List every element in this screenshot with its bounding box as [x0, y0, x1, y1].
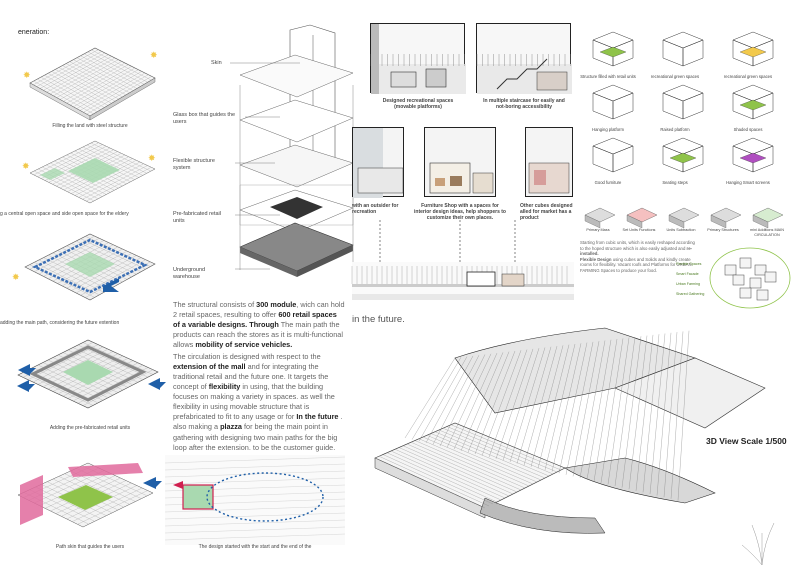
- p2-text-i: for being the main point in gathering wi…: [173, 422, 338, 452]
- label-warehouse: Underground warehouse: [173, 267, 206, 280]
- caption-recreational-spaces: Designed recreational spaces (movable pl…: [382, 98, 454, 110]
- unit-label-5: mini Additions MAIN CIRCULATION: [750, 228, 784, 237]
- caption-outsider: with an outsider for recreation: [352, 203, 399, 215]
- module-label-5: Raised platform: [660, 127, 690, 132]
- scale-label: 3D View Scale 1/500: [706, 436, 787, 446]
- callout-4: Shared Gathering: [676, 292, 705, 296]
- p2-text-c: and for integrating the traditional reta…: [173, 362, 329, 392]
- site-plan-diagram: [164, 455, 346, 545]
- label-skin: Skin: [211, 60, 222, 66]
- module-label-2: recreational green spaces: [650, 74, 700, 79]
- label-leader-lines: [230, 62, 300, 270]
- plant-sketch: [741, 522, 775, 566]
- p2-text-e: in using, that the building focuses on m…: [173, 382, 335, 422]
- caption-other-cubes: Other cubes designed alled for market ha…: [520, 203, 573, 221]
- unit-label-2: Set Units Functions: [622, 228, 656, 232]
- cubes-cluster: [709, 247, 791, 309]
- module-label-6: Shaded spaces: [733, 127, 763, 132]
- p2-bold-plazza: plazza: [220, 422, 242, 432]
- exploded-axonometric: [239, 24, 354, 277]
- p1-bold-modules: 300 module: [256, 300, 297, 309]
- svg-text:✸: ✸: [22, 161, 30, 171]
- module-label-4: Hanging platform: [592, 127, 624, 132]
- path-skin-diagram: [17, 462, 162, 528]
- caption-site-design: The design started with the start and th…: [198, 544, 312, 550]
- unit-label-4: Primary Structures: [707, 228, 739, 232]
- unit-label-1: Primary Mass: [586, 228, 610, 232]
- module-label-7: Good furniture: [594, 180, 622, 185]
- desc-text-a: Starting from cubic units, which is easi…: [580, 240, 695, 251]
- unit-label-3: Units Subtraction: [666, 228, 696, 232]
- caption-multiple-staircase: In multiple staircase for easily and not…: [483, 98, 565, 110]
- modules-description: Starting from cubic units, which is easi…: [580, 240, 695, 273]
- central-open-space-diagram: ✸ ✸: [22, 140, 156, 204]
- desc-bold-reinstalled: re-installed.: [580, 245, 693, 257]
- callout-2: Smart Facade: [676, 272, 699, 276]
- p2-bold-extension: extension of the mall: [173, 362, 246, 372]
- steel-structure-diagram: ✸ ✸: [23, 47, 158, 121]
- long-section-strip: [351, 262, 574, 300]
- label-glass-box: Glass box that guides the users: [173, 112, 236, 125]
- retail-units-diagram: [17, 339, 166, 409]
- desc-text-d: using cubes and Solids and kindly create…: [580, 256, 692, 273]
- svg-text:✸: ✸: [148, 153, 156, 163]
- p1-bold-mobility: mobility of service vehicles.: [195, 340, 293, 350]
- svg-text:✸: ✸: [12, 272, 20, 282]
- interior-panel-cubes: [525, 127, 573, 197]
- interior-leader-lines: [379, 220, 516, 270]
- caption-central-open-space: g a central open space and side open spa…: [0, 211, 129, 217]
- p2-text-a: The circulation is designed with respect…: [173, 352, 321, 361]
- future-text: in the future.: [352, 314, 405, 325]
- module-label-9: Hanging Smart screens: [726, 180, 770, 185]
- p1-bold-retail: 600 retail spaces of a variable designs.…: [173, 310, 337, 330]
- caption-steel-structure: Filling the land with steel structure: [52, 123, 128, 129]
- p1-text-e: The main path the products can reach the…: [173, 320, 343, 350]
- svg-text:✸: ✸: [150, 50, 158, 60]
- modules-grid: [592, 31, 774, 173]
- section-heading: eneration:: [18, 29, 50, 36]
- module-label-8: Seating steps: [662, 180, 688, 185]
- p2-bold-flexibility: flexibility: [208, 382, 241, 392]
- caption-main-path: adding the main path, considering the fu…: [0, 320, 120, 326]
- interior-panel-recreational: [370, 23, 466, 94]
- interior-panel-outsider: [352, 127, 404, 198]
- callout-1: Flexible Spaces: [676, 262, 702, 266]
- circulation-paragraph: The circulation is designed with respect…: [173, 352, 345, 453]
- caption-furniture-shop: Furniture Shop with a spaces for interio…: [414, 203, 506, 221]
- label-flexible-structure: Flexible structure system: [173, 158, 215, 171]
- module-label-3: recreational green spaces: [723, 74, 773, 79]
- main-3d-view: [374, 327, 766, 534]
- caption-retail-units: Adding the pre-fabricated retail units: [49, 425, 131, 431]
- caption-path-skin: Path skin that guides the users: [55, 544, 125, 550]
- unit-evolution-row: [584, 207, 784, 229]
- structure-paragraph: The structural consists of 300 module, w…: [173, 300, 345, 350]
- label-prefab-units: Pre-fabricated retail units: [173, 211, 221, 224]
- desc-bold-flexible: Flexible Design: [580, 256, 612, 262]
- p2-text-g: . also making a: [173, 412, 343, 432]
- p1-text-c: , wich can hold 2 retail spaces, resulti…: [173, 300, 345, 320]
- main-path-diagram: ✸: [12, 233, 156, 301]
- interior-panel-furniture: [424, 127, 496, 197]
- interior-panel-staircase: [476, 23, 572, 94]
- module-label-1: Structure filled with retail units: [580, 74, 636, 79]
- p2-bold-future: In the future: [296, 412, 339, 422]
- p1-text-a: The structural consists of: [173, 300, 257, 309]
- callout-3: Urban Farming: [676, 282, 700, 286]
- svg-text:✸: ✸: [23, 70, 31, 80]
